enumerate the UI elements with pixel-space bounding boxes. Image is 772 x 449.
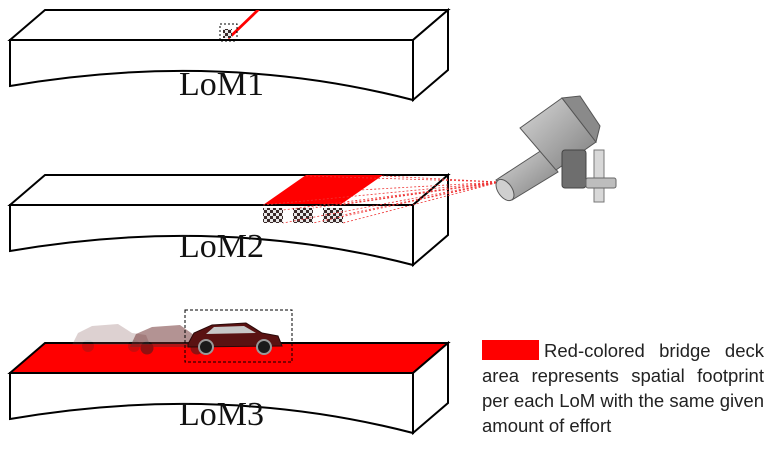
laser-scan-rays [262,175,501,224]
car-body [187,322,283,348]
car-wheel-rear [256,339,272,355]
legend-swatch [482,340,539,360]
car-window [206,326,256,334]
checkerboard-target-icon [323,208,343,223]
label-lom1: LoM1 [179,66,264,103]
label-lom2: LoM2 [179,228,264,265]
label-lom3: LoM3 [179,396,264,433]
car-wheel-front [198,339,214,355]
car-icon [187,322,283,355]
bridge-lom1-footprint [228,10,260,40]
checkerboard-target-icon [223,29,232,38]
arm-joint [585,177,617,189]
robotic-arm-icon [561,149,617,203]
lom1-inspection-box [219,23,238,42]
camera-head [561,95,601,144]
camera-lens-ring [495,178,515,202]
bridge-lom3-side-face [9,372,414,435]
bridge-lom3 [7,340,451,436]
bridge-lom3-deck [7,342,451,374]
bridge-lom1 [7,7,451,103]
arm-mount [561,149,587,189]
bridge-lom2-deck [7,174,451,206]
legend-description: Red-colored bridge deck area represents … [482,340,764,436]
legend-text: Red-colored bridge deck area represents … [482,338,764,438]
bridge-lom2-footprint [263,175,383,205]
bridge-lom1-side-face [9,39,414,102]
lom3-vehicle-box [184,309,293,363]
checkerboard-target-icon [293,208,313,223]
checkerboard-target-icon [263,208,283,223]
arm-rail [593,149,605,203]
bridge-lom2 [7,172,501,268]
